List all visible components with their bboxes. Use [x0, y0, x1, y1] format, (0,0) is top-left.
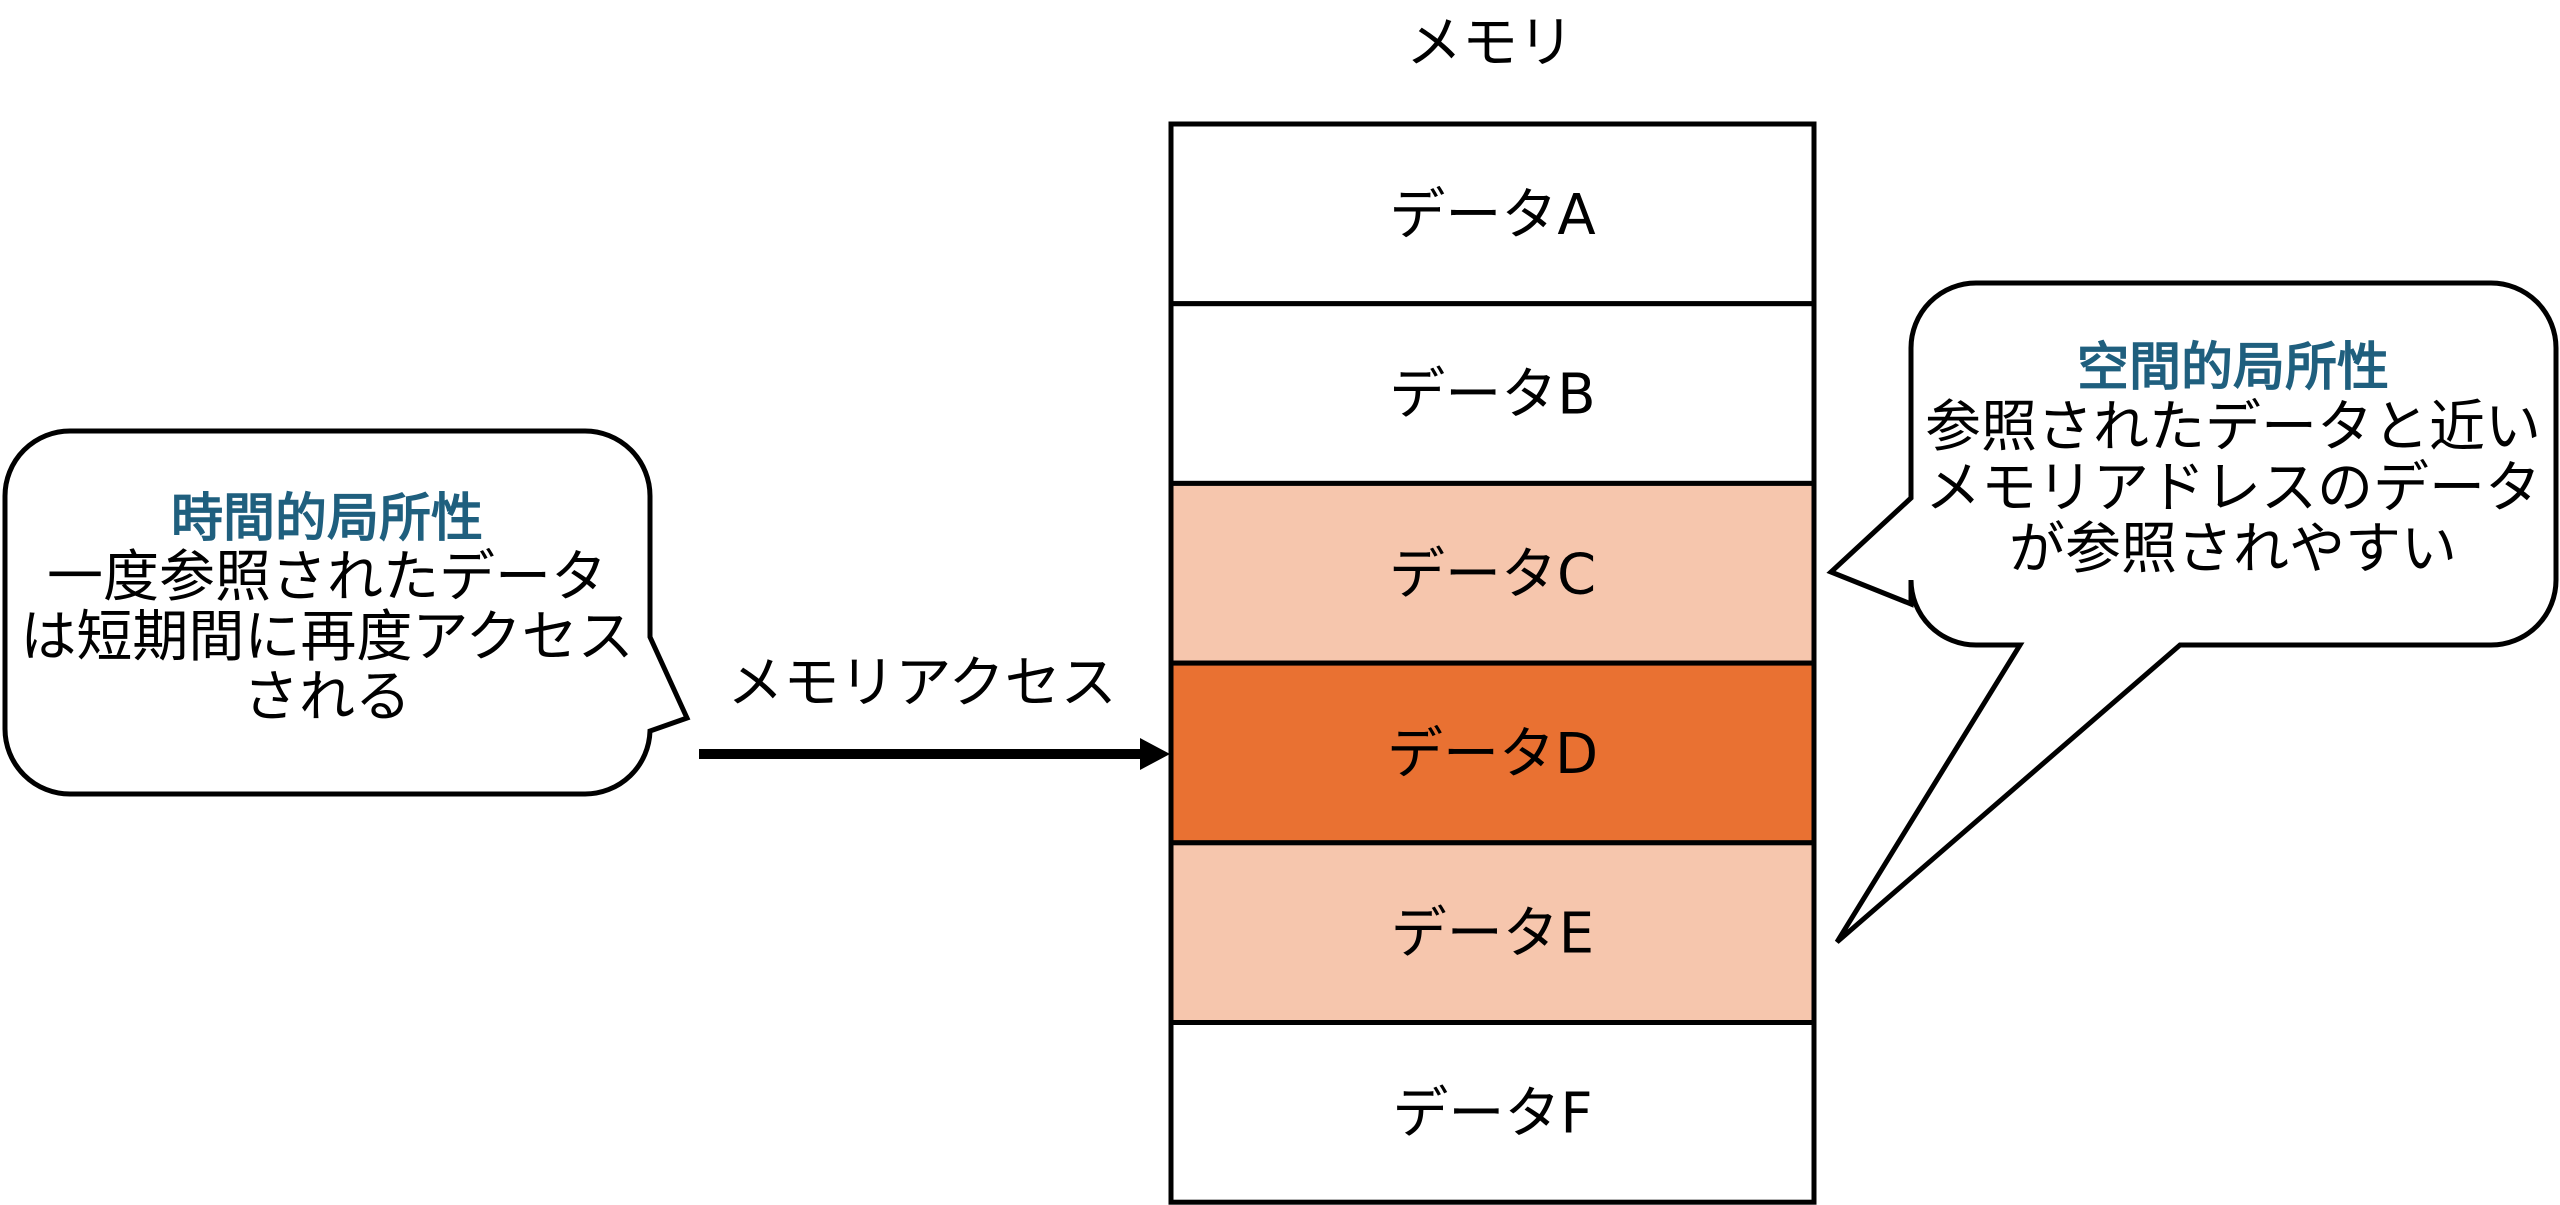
spatial-locality-line: が参照されやすい [2009, 517, 2457, 582]
temporal-locality-line: 一度参照されたデータ [47, 545, 607, 610]
memory-cell-normal [1168, 1020, 1817, 1205]
spatial-locality-title: 空間的局所性 [2077, 338, 2389, 398]
memory-cell-label: データD [1387, 722, 1598, 787]
spatial-locality-line: メモリアドレスのデータ [1925, 456, 2541, 521]
memory-block: データA データB データC データD データE データF [1168, 121, 1817, 1205]
spatial-locality-line: 参照されたデータと近い [1925, 395, 2541, 460]
memory-access-arrow [699, 738, 1170, 770]
temporal-locality-line: される [243, 665, 411, 730]
spatial-locality-bubble [1826, 280, 2559, 944]
memory-cell-label: データA [1389, 183, 1595, 248]
memory-access-label: メモリアクセス [727, 651, 1116, 716]
memory-cell-label: データC [1389, 542, 1596, 607]
memory-cell-nearby [1168, 480, 1817, 666]
memory-cell-normal [1168, 301, 1817, 486]
memory-cell-label: データF [1392, 1081, 1592, 1146]
memory-cell-accessed [1168, 660, 1817, 846]
memory-cell-normal [1168, 121, 1817, 307]
temporal-locality-title: 時間的局所性 [171, 489, 483, 549]
memory-cell-label: データE [1391, 902, 1594, 967]
temporal-locality-line: は短期間に再度アクセス [20, 605, 633, 670]
memory-title: メモリ [1406, 11, 1574, 76]
temporal-locality-bubble [2, 428, 691, 797]
memory-cell-label: データB [1389, 363, 1595, 428]
